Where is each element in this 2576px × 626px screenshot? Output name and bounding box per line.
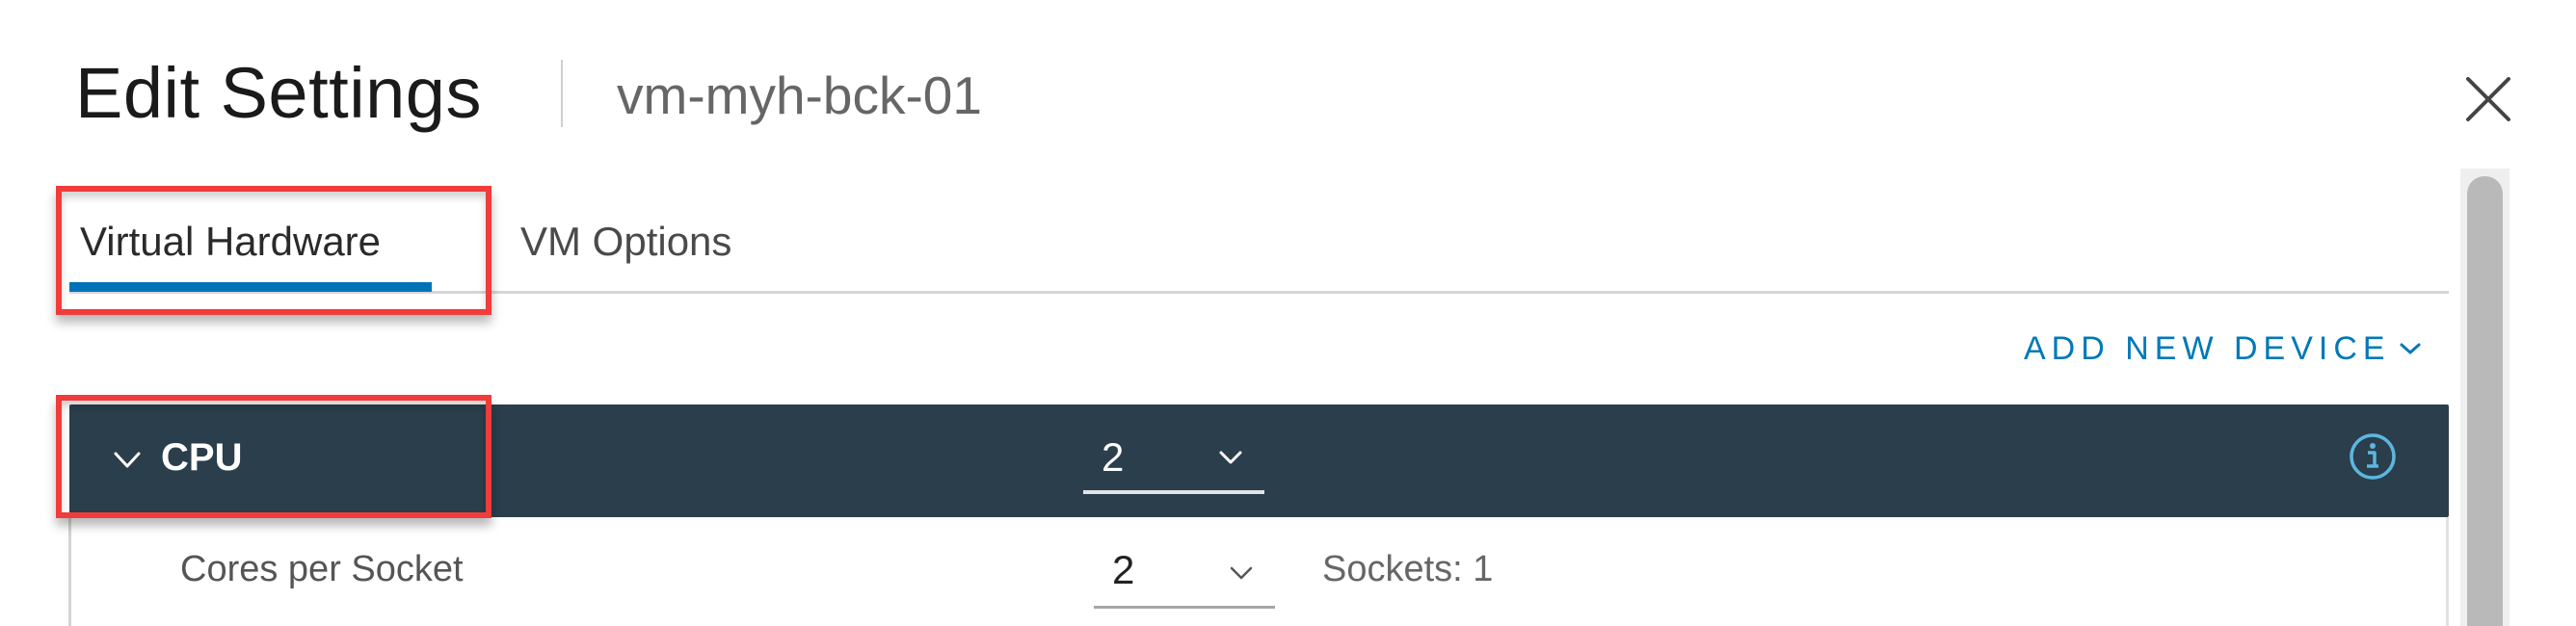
add-new-device-button[interactable]: ADD NEW DEVICE (2024, 327, 2422, 370)
chevron-down-icon (2400, 343, 2421, 354)
section-border-right (2446, 517, 2449, 626)
section-border-left (68, 517, 71, 626)
cores-per-socket-select[interactable]: 2 (1094, 546, 1277, 612)
tab-vm-options[interactable]: VM Options (520, 219, 732, 264)
chevron-down-icon (1230, 566, 1253, 580)
chevron-down-icon (1219, 451, 1242, 464)
vm-name: vm-myh-bck-01 (617, 65, 982, 125)
select-underline (1094, 606, 1275, 609)
info-icon[interactable] (2348, 431, 2398, 482)
cores-per-socket-value: 2 (1112, 547, 1135, 592)
cpu-section-header: CPU 2 (69, 404, 2449, 517)
tab-virtual-hardware[interactable]: Virtual Hardware (80, 219, 382, 264)
vertical-scrollbar[interactable] (2460, 169, 2510, 626)
add-new-device-label: ADD NEW DEVICE (2024, 330, 2391, 367)
sockets-count: Sockets: 1 (1322, 549, 1494, 589)
cpu-label[interactable]: CPU (161, 436, 243, 479)
cores-per-socket-label: Cores per Socket (180, 549, 464, 589)
close-button[interactable] (2463, 74, 2513, 124)
cpu-count-select[interactable]: 2 (1083, 433, 1266, 495)
chevron-down-icon[interactable] (113, 451, 142, 470)
tab-bar: Virtual Hardware VM Options (69, 193, 2449, 294)
cpu-count-value: 2 (1102, 434, 1125, 480)
select-underline (1083, 490, 1264, 494)
scrollbar-thumb[interactable] (2467, 176, 2503, 626)
close-icon (2466, 77, 2510, 121)
title-divider (561, 60, 563, 127)
active-tab-indicator (69, 282, 432, 292)
dialog-title: Edit Settings (75, 53, 482, 133)
